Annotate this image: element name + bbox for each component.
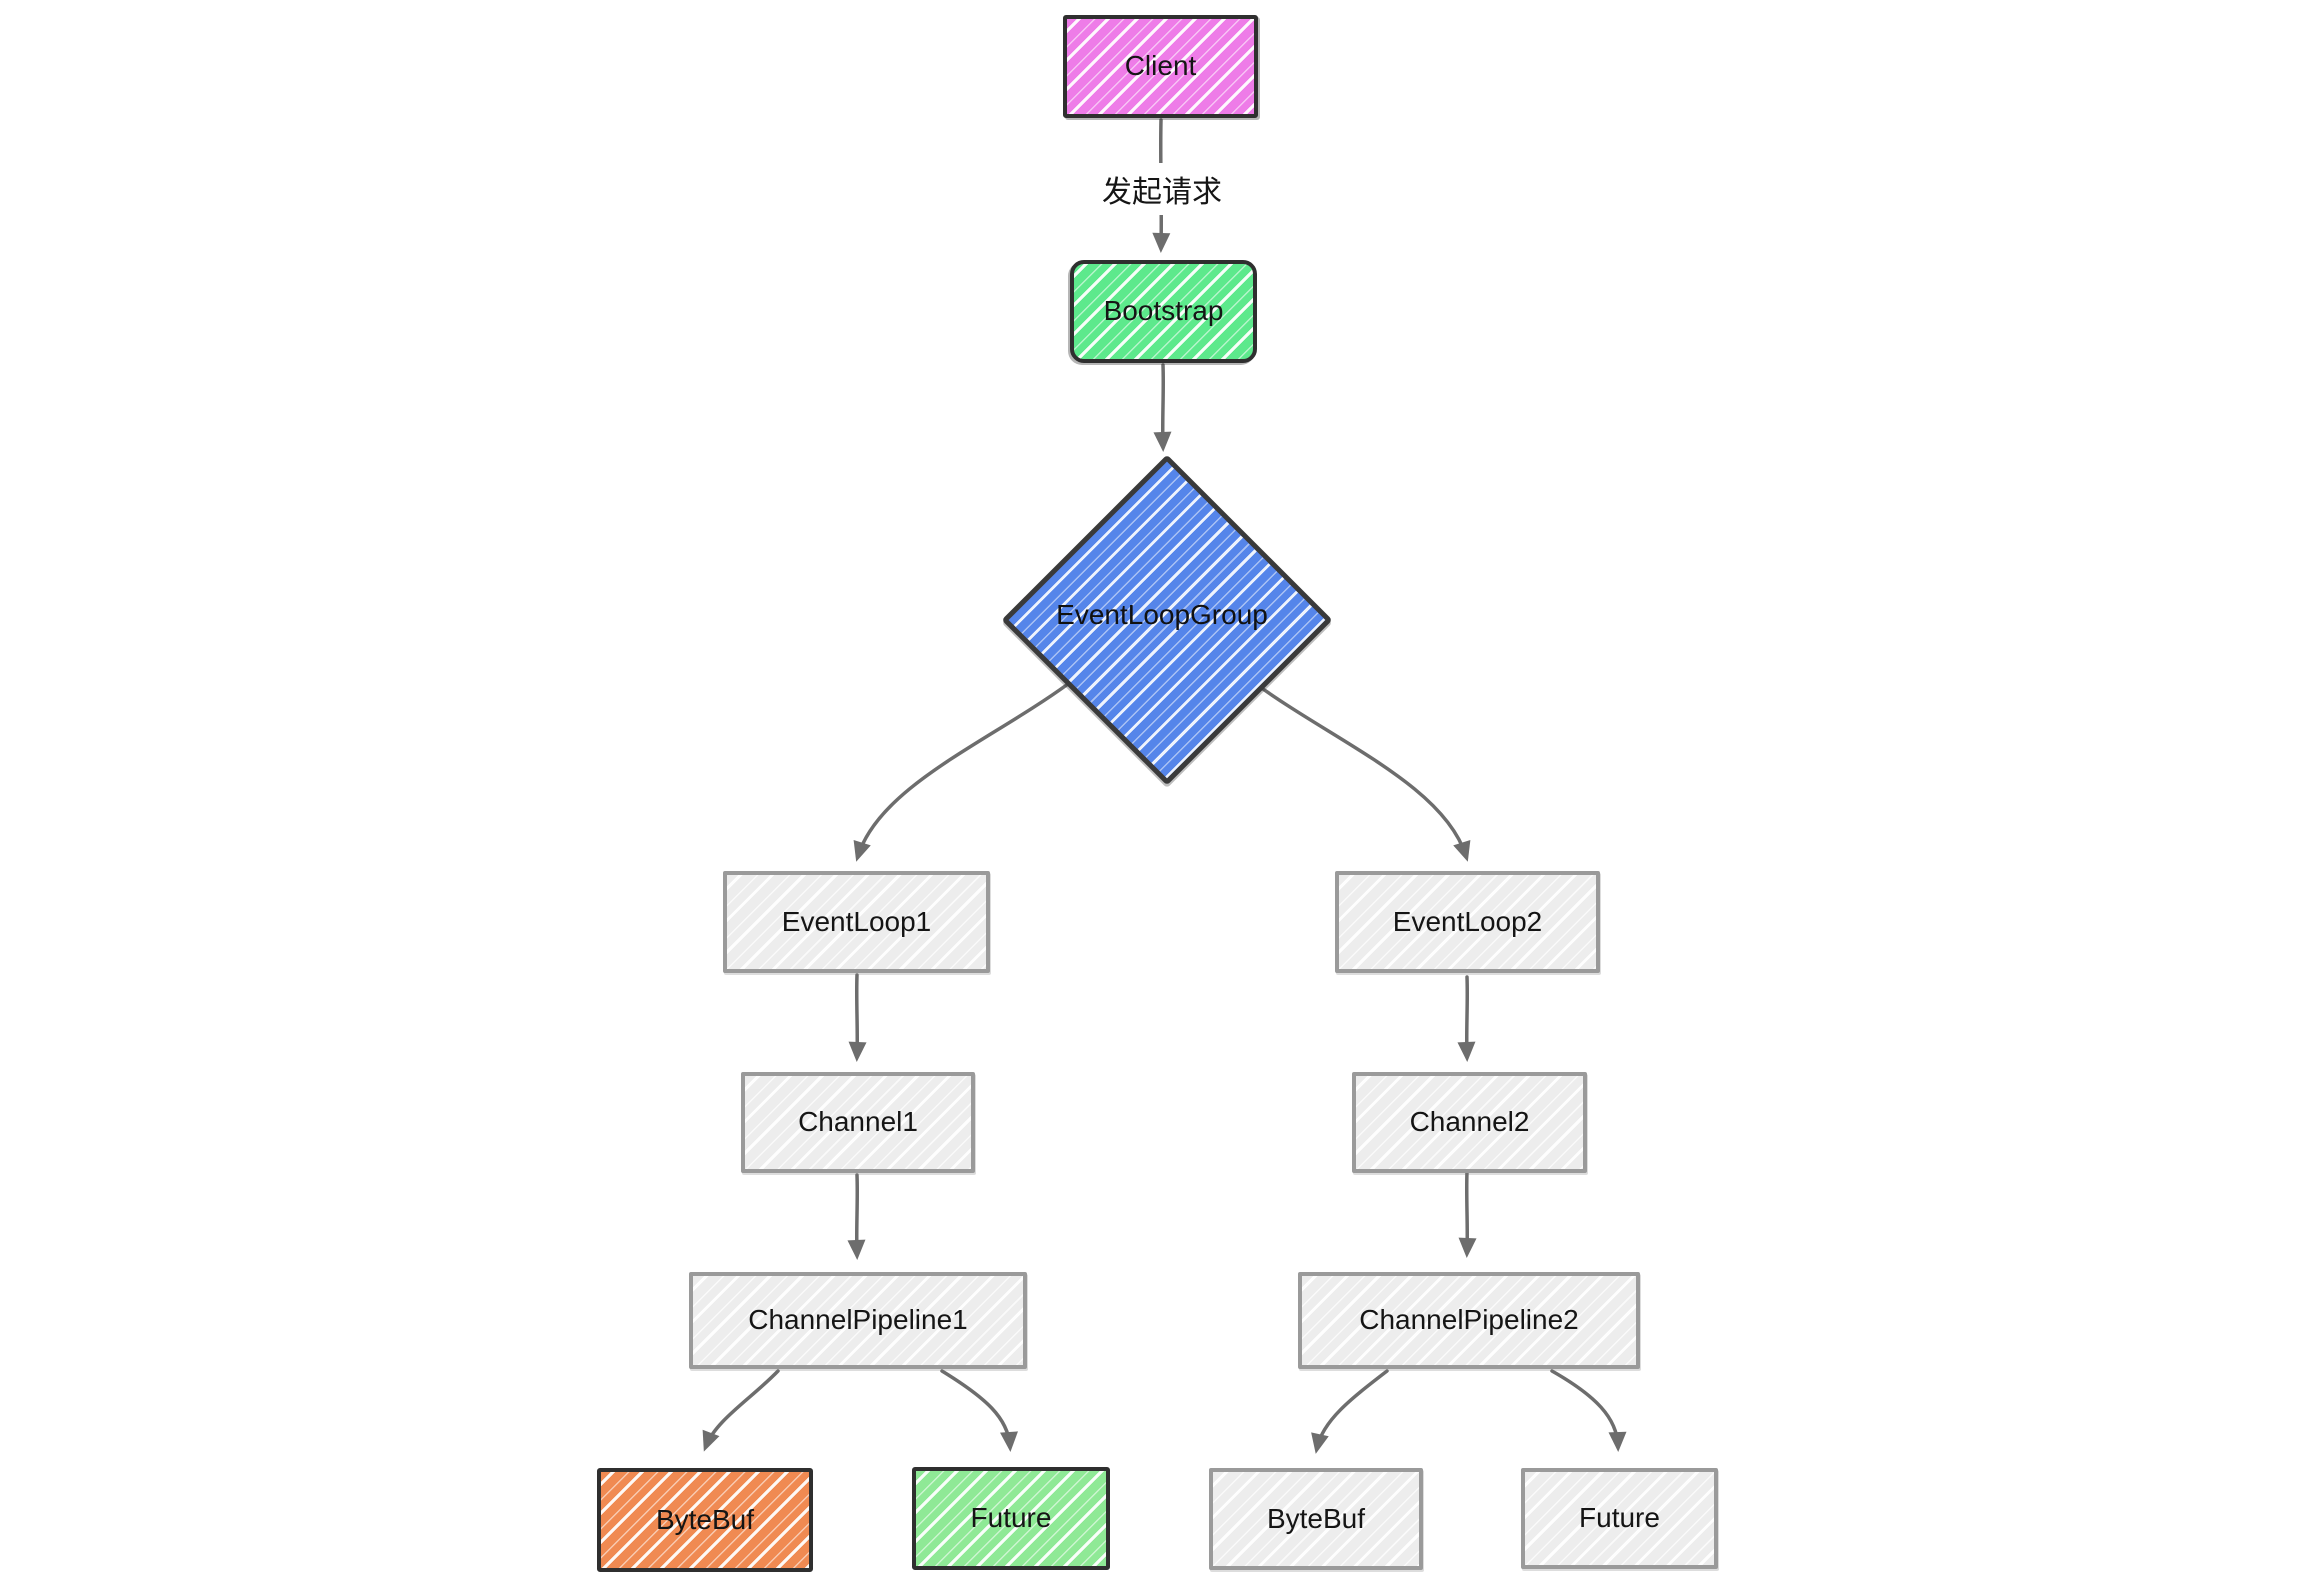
edge-event-loop-2-to-channel-2 <box>1457 975 1476 1062</box>
edge-label-initiate-request: 发起请求 <box>1092 163 1232 215</box>
node-client: Client <box>1063 15 1258 118</box>
node-event-loop-2-label: EventLoop2 <box>1392 905 1543 937</box>
node-event-loop-group: EventLoopGroup <box>1001 454 1333 786</box>
node-event-loop-2: EventLoop2 <box>1335 871 1600 973</box>
node-channel-pipeline-2: ChannelPipeline2 <box>1298 1272 1640 1369</box>
node-client-label: Client <box>1124 50 1197 82</box>
node-channel-pipeline-1-label: ChannelPipeline1 <box>748 1304 968 1336</box>
node-future-1-label: Future <box>970 1502 1052 1534</box>
node-byte-buf-1: ByteBuf <box>597 1468 813 1572</box>
node-channel-1: Channel1 <box>741 1072 975 1173</box>
node-event-loop-1-label: EventLoop1 <box>781 905 932 937</box>
node-channel-2: Channel2 <box>1352 1072 1587 1173</box>
edge-group-to-event-loop-1 <box>853 682 1070 862</box>
edge-channel-2-to-pipeline-2 <box>1458 1170 1477 1258</box>
edge-bootstrap-to-group <box>1153 363 1172 452</box>
node-channel-1-label: Channel1 <box>798 1106 918 1138</box>
node-future-1: Future <box>912 1467 1110 1570</box>
edge-pipeline-1-to-byte-buf-1 <box>702 1369 780 1452</box>
node-event-loop-group-label: EventLoopGroup <box>1056 599 1268 630</box>
node-byte-buf-2: ByteBuf <box>1209 1468 1423 1570</box>
edge-pipeline-1-to-future-1 <box>940 1369 1018 1452</box>
edge-pipeline-2-to-future-2 <box>1550 1369 1627 1452</box>
node-channel-2-label: Channel2 <box>1409 1106 1530 1138</box>
node-bootstrap: Bootstrap <box>1070 260 1257 363</box>
node-byte-buf-1-label: ByteBuf <box>655 1503 755 1535</box>
edge-group-to-event-loop-2 <box>1254 682 1471 862</box>
node-channel-pipeline-2-label: ChannelPipeline2 <box>1359 1304 1579 1336</box>
node-bootstrap-label: Bootstrap <box>1103 295 1224 327</box>
edge-event-loop-1-to-channel-1 <box>848 973 867 1062</box>
edge-channel-1-to-pipeline-1 <box>847 1173 866 1260</box>
node-future-2: Future <box>1521 1468 1718 1569</box>
node-future-2-label: Future <box>1579 1502 1660 1534</box>
edge-pipeline-2-to-byte-buf-2 <box>1311 1369 1389 1454</box>
node-event-loop-1: EventLoop1 <box>723 871 990 973</box>
node-channel-pipeline-1: ChannelPipeline1 <box>689 1272 1027 1369</box>
node-byte-buf-2-label: ByteBuf <box>1266 1502 1366 1534</box>
